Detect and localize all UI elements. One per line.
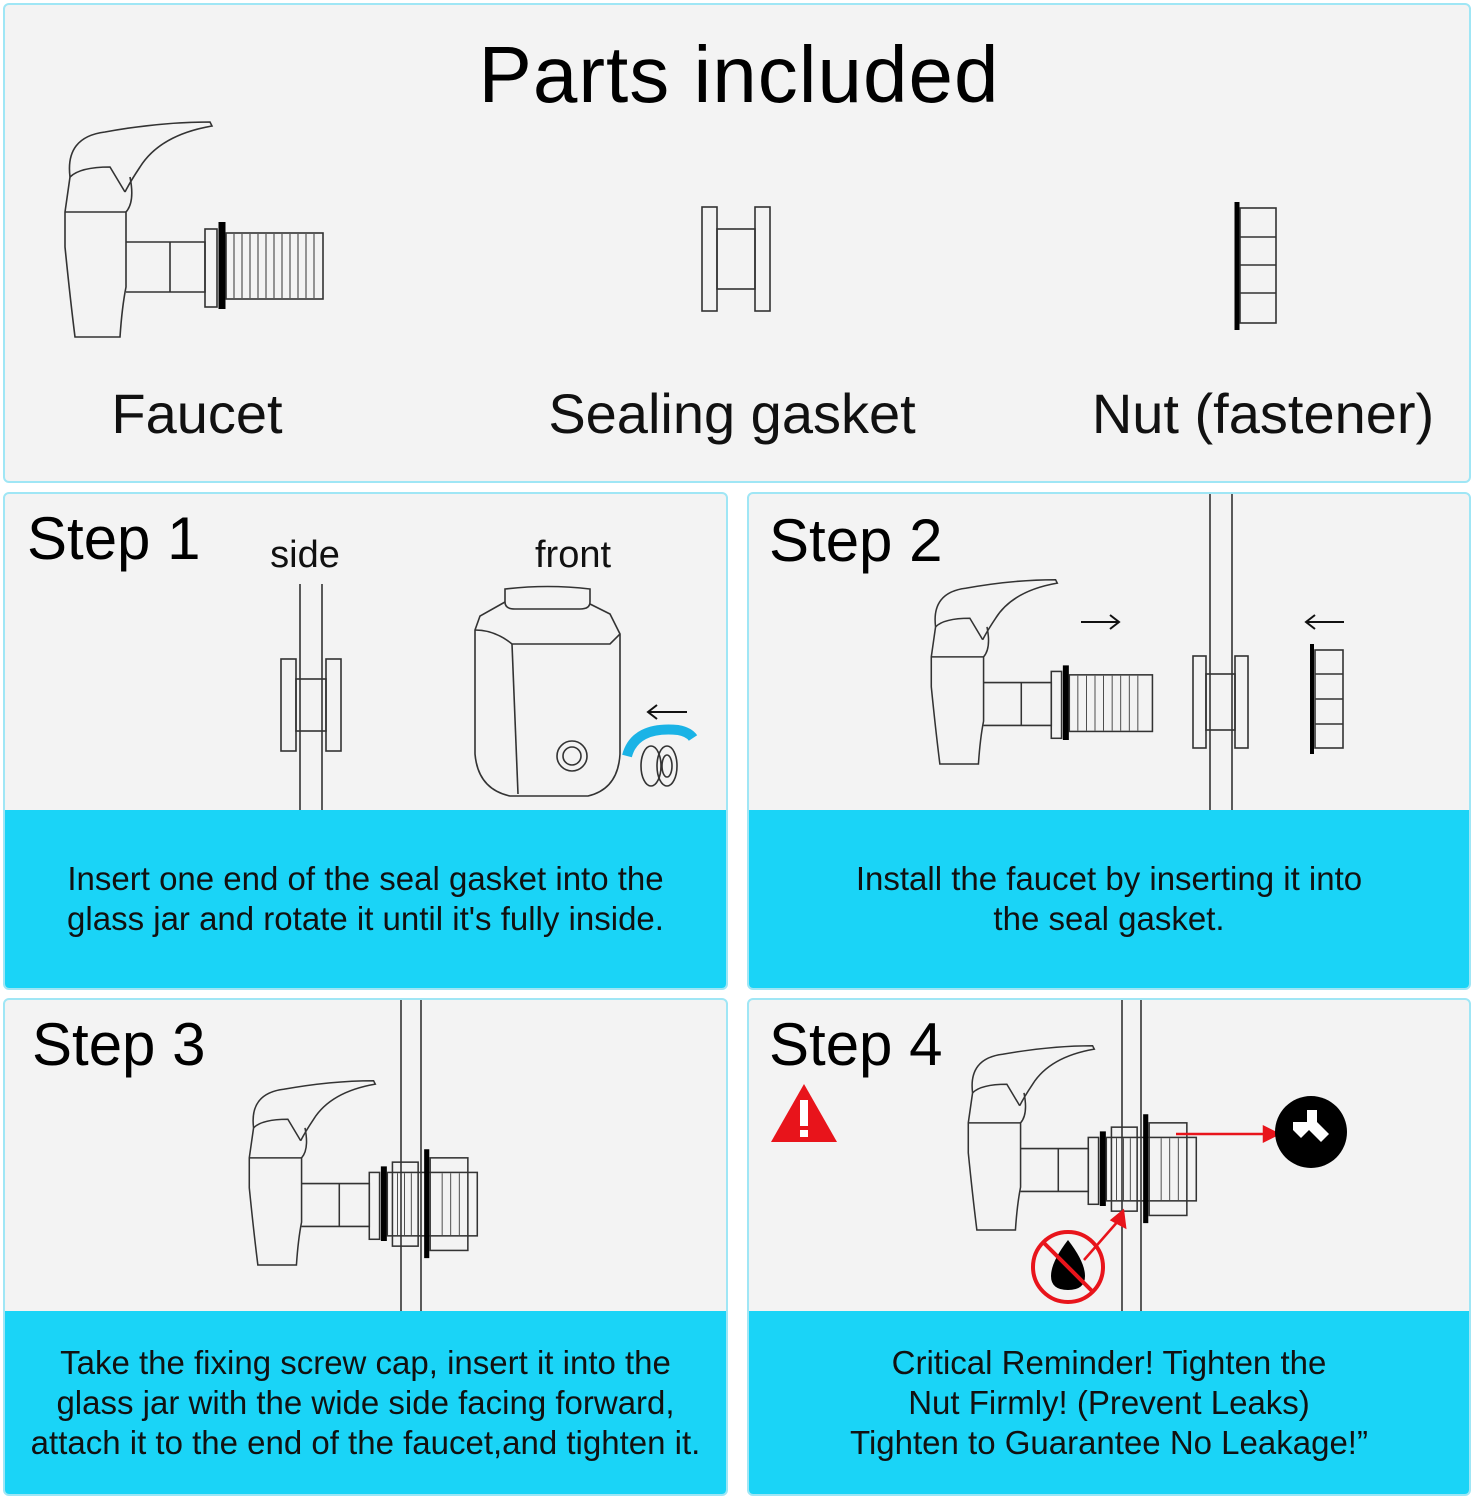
glass-wall-icon: [400, 1000, 422, 1320]
rotating-gasket-icon: [622, 724, 698, 787]
insert-arrow-icon: [646, 704, 687, 720]
step2-banner: Install the faucet by inserting it into …: [749, 810, 1469, 988]
gasket-icon: [1192, 655, 1249, 749]
step3-panel: Step 3 Take the fixing screw cap, insert…: [3, 998, 728, 1496]
step3-banner: Take the fixing screw cap, insert it int…: [5, 1311, 726, 1494]
no-leak-arrow-icon: [1083, 1208, 1127, 1261]
side-label: side: [270, 534, 340, 576]
assembled-faucet-icon: [967, 1044, 1198, 1231]
step1-title: Step 1: [27, 505, 201, 572]
nut-icon: [1310, 644, 1344, 754]
jar-icon: [474, 585, 621, 797]
step1-description: Insert one end of the seal gasket into t…: [67, 860, 664, 937]
gasket-icon: [701, 206, 771, 312]
assembled-faucet-icon: [248, 1079, 479, 1266]
step4-line-1: Critical Reminder! Tighten the: [891, 1343, 1327, 1381]
step3-description: Take the fixing screw cap, insert it int…: [30, 1343, 701, 1461]
arrow-left-icon: [1304, 614, 1344, 630]
step1-panel: Step 1 side front Insert one end of the …: [3, 492, 728, 990]
step1-banner: Insert one end of the seal gasket into t…: [5, 810, 726, 988]
parts-panel: Parts included Faucet Sealin: [3, 3, 1471, 483]
tighten-arrow-icon: [1176, 1124, 1281, 1144]
warning-icon: [771, 1084, 837, 1142]
glass-wall-icon: [1121, 1000, 1142, 1320]
step2-title: Step 2: [769, 507, 943, 574]
parts-title: Parts included: [478, 30, 1000, 119]
step3-title: Step 3: [32, 1011, 206, 1078]
step2-description: Install the faucet by inserting it into …: [855, 860, 1363, 937]
front-label: front: [534, 534, 612, 576]
gasket-label: Sealing gasket: [548, 382, 916, 445]
step4-line-3: Tighten to Guarantee No Leakage!”: [850, 1423, 1368, 1461]
wrench-icon: [1275, 1096, 1347, 1168]
nut-label: Nut (fastener): [1091, 382, 1435, 445]
step4-title: Step 4: [769, 1011, 943, 1078]
nut-icon: [1234, 202, 1277, 330]
no-leak-icon: [1031, 1230, 1105, 1304]
step4-line-2: Nut Firmly! (Prevent Leaks): [908, 1383, 1310, 1421]
arrow-right-icon: [1081, 614, 1121, 630]
faucet-label: Faucet: [111, 382, 283, 445]
step2-panel: Step 2: [747, 492, 1471, 990]
step4-banner: Critical Reminder! Tighten the Nut Firml…: [749, 1311, 1469, 1494]
faucet-icon: [64, 121, 324, 338]
faucet-icon: [930, 578, 1154, 765]
gasket-side-icon: [280, 584, 342, 814]
glass-wall-icon: [1209, 494, 1233, 814]
step4-panel: Step 4: [747, 998, 1471, 1496]
